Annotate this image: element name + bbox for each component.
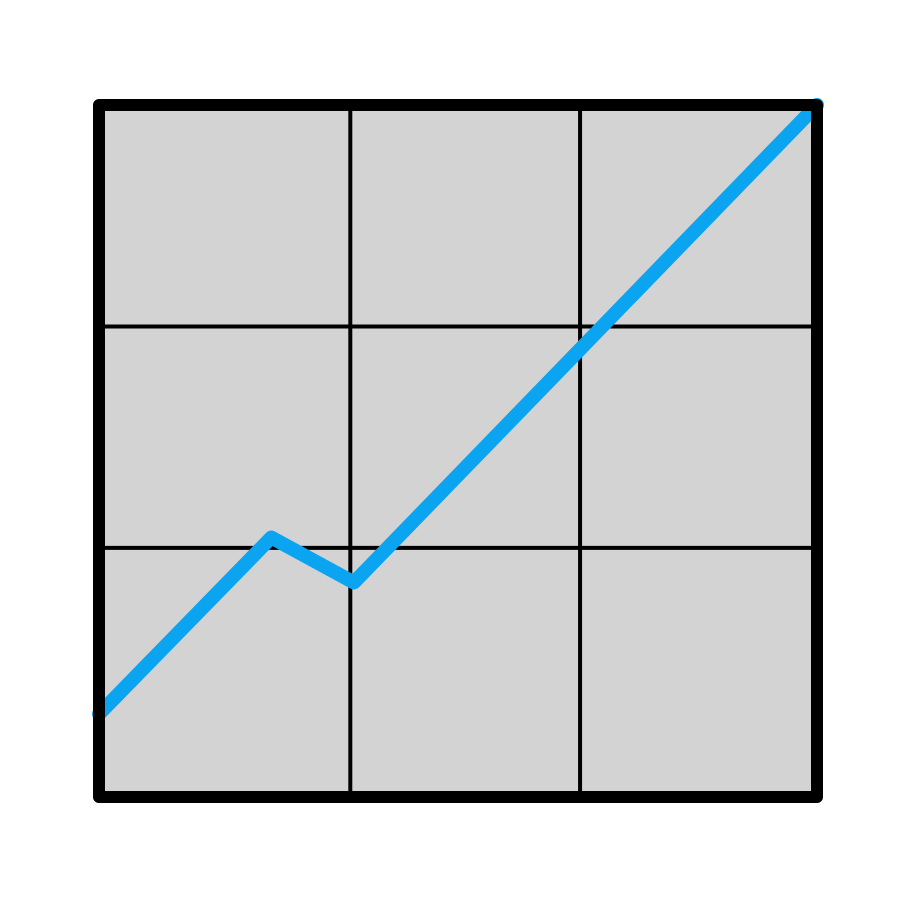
series-layer <box>92 98 824 721</box>
series-line-1 <box>92 98 824 721</box>
grid-lines <box>99 105 817 797</box>
plot-frame <box>93 99 823 803</box>
